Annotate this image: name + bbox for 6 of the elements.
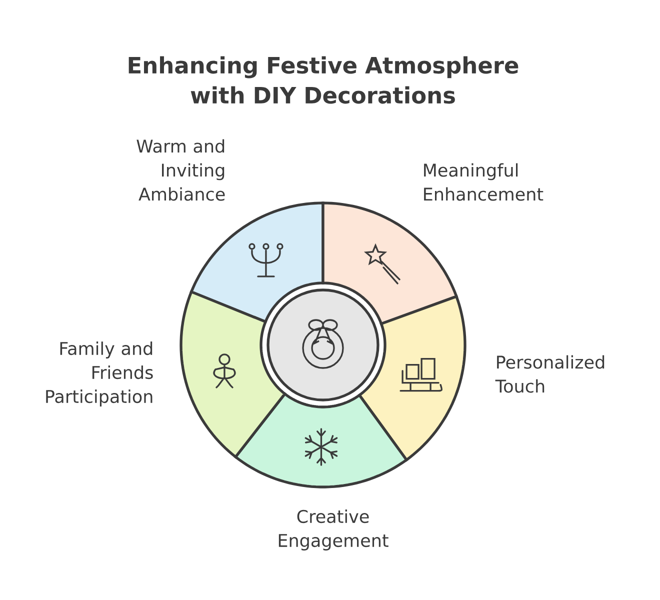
segment-label: Meaningful Enhancement	[424, 163, 544, 201]
segment-label: Personalized Touch	[495, 355, 604, 393]
segment-label: Creative Engagement	[278, 510, 388, 550]
segment-label: Family and Friends Participation	[46, 342, 153, 406]
segment-label: Warm and Inviting Ambiance	[136, 139, 225, 201]
title: Enhancing Festive Atmosphere with DIY Decorations	[128, 56, 518, 104]
